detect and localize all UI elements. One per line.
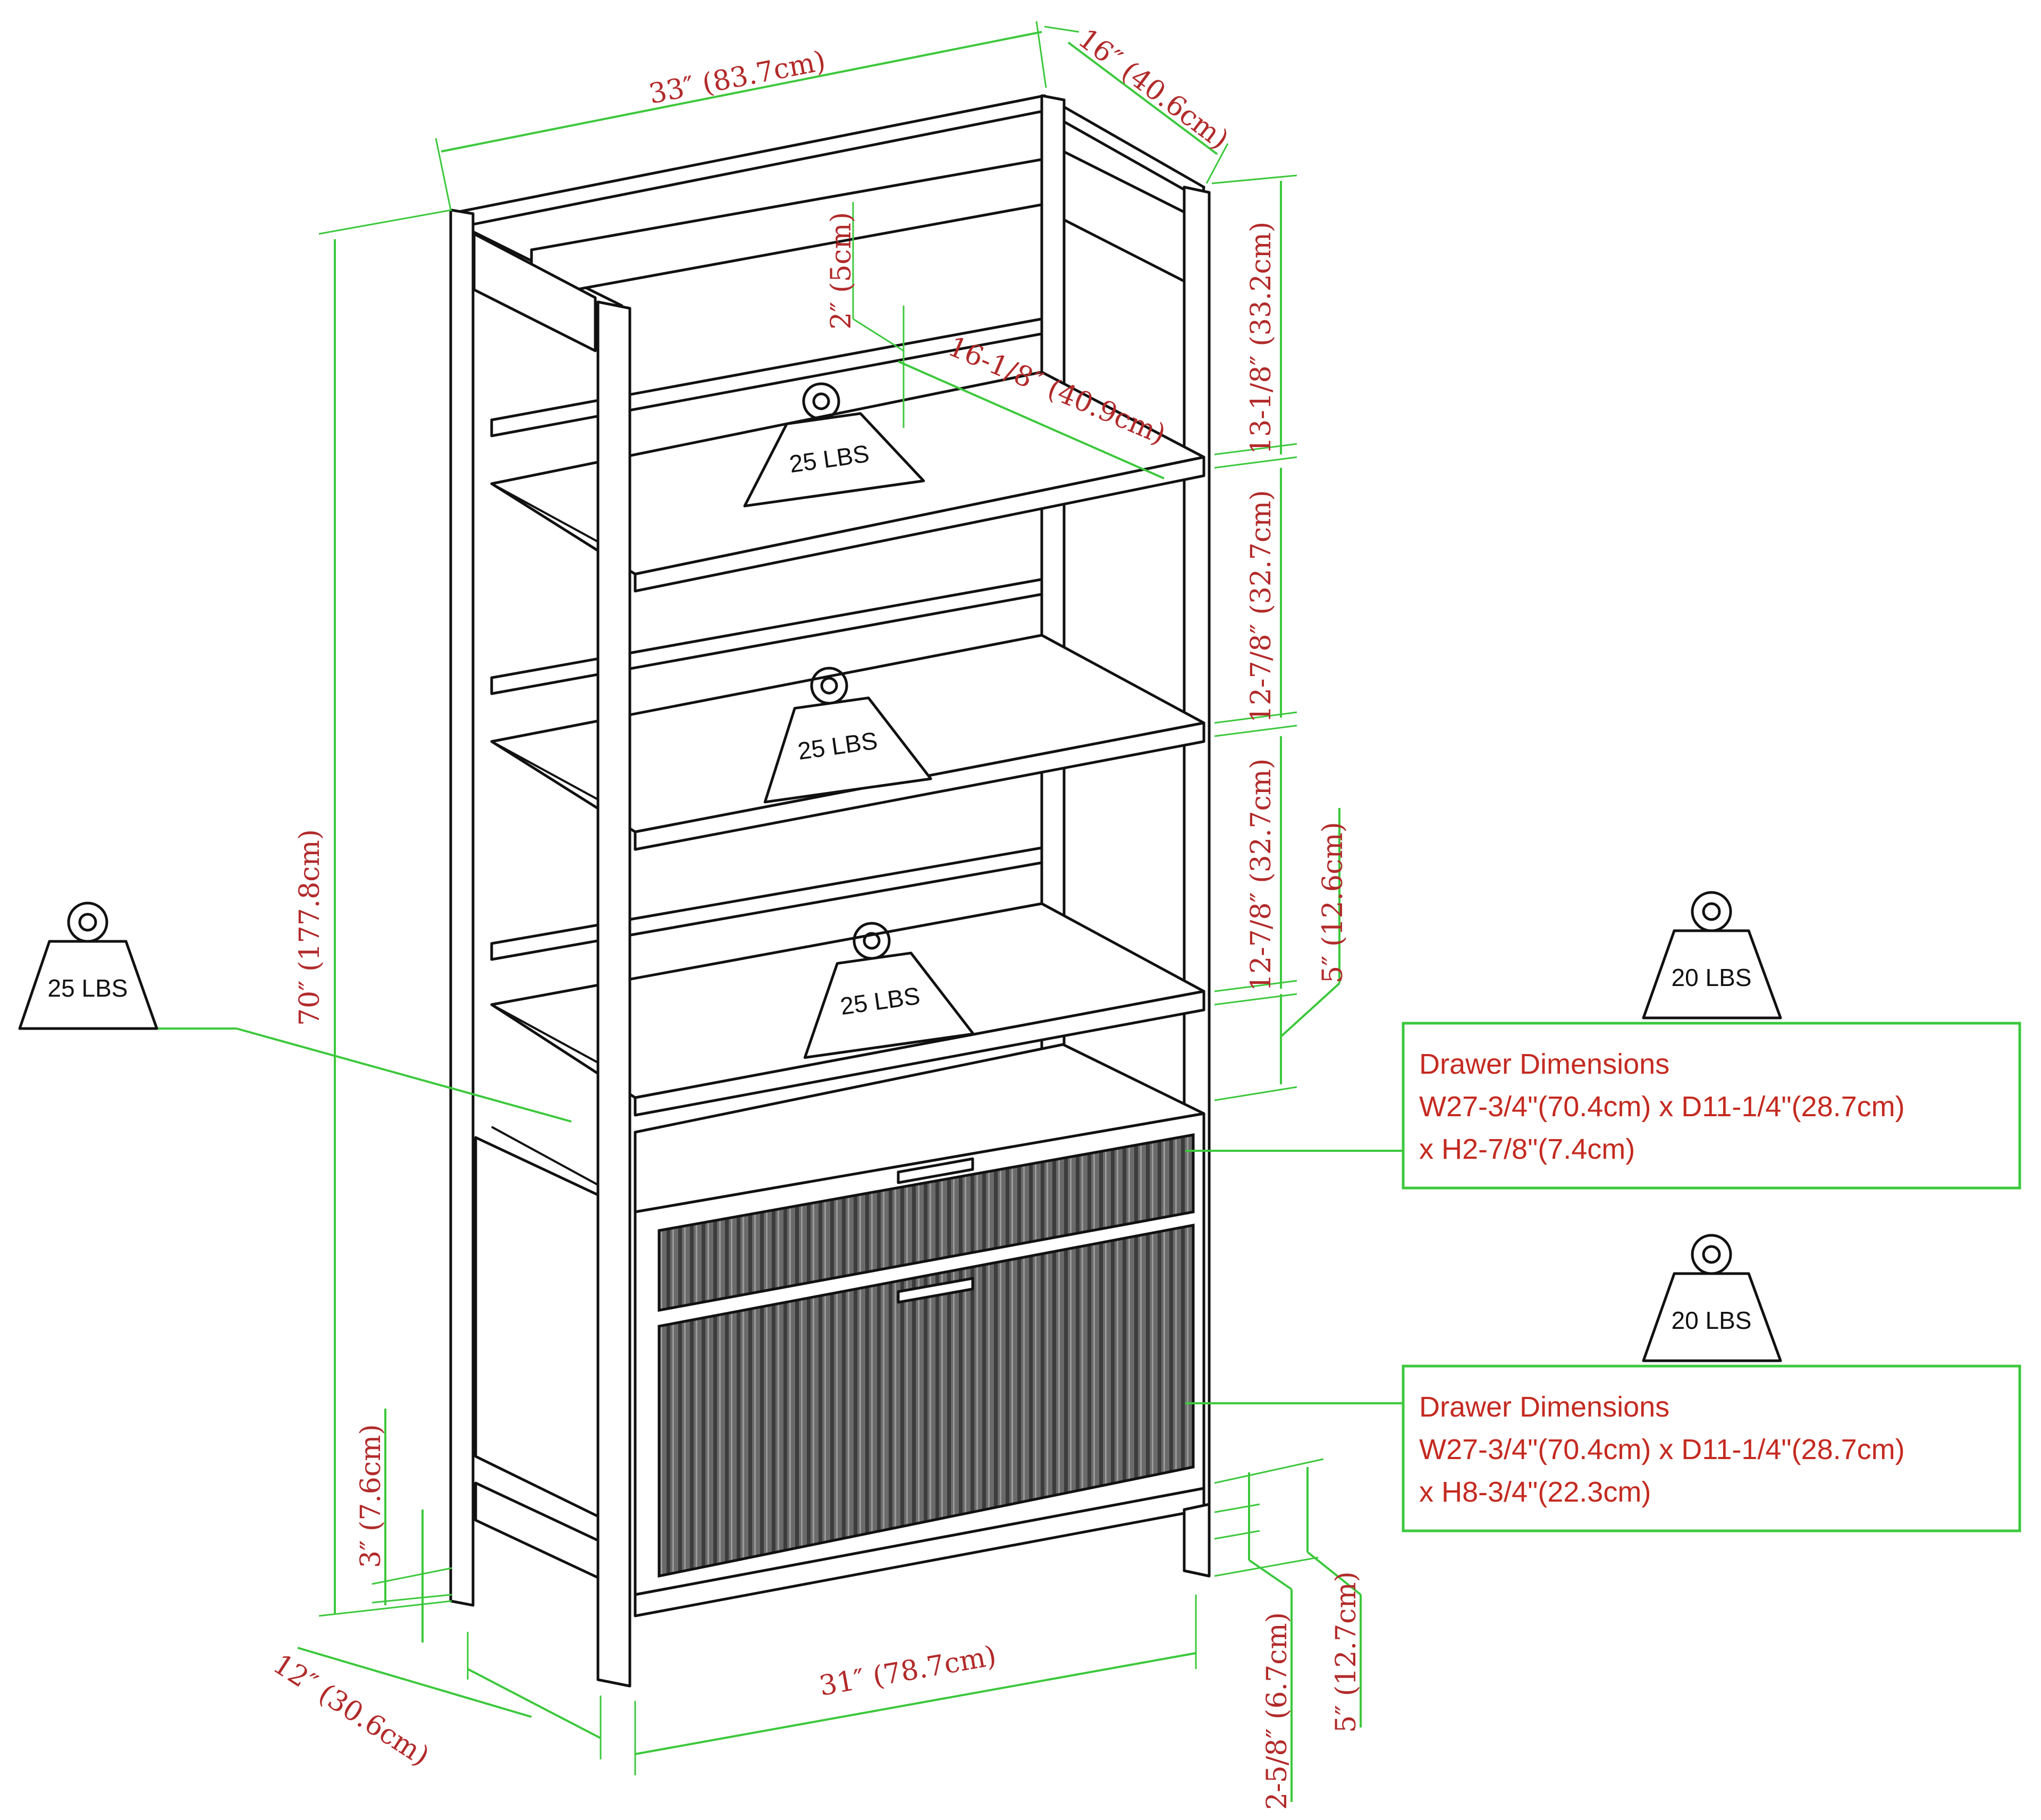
weight-icon: 20 LBS <box>1642 1234 1782 1362</box>
dim-width-top: 33″ (83.7cm) <box>646 45 828 111</box>
shelf-3-edge <box>634 990 1205 1117</box>
dim-shelf-lip: 2″ (5cm) <box>825 212 857 330</box>
cabinet-left-edge <box>491 1126 609 1192</box>
drawer-bottom-line1: W27-3/4"(70.4cm) x D11-1/4"(28.7cm) <box>1419 1434 1905 1465</box>
shelf-1-edge <box>634 456 1205 593</box>
shelf-2-edge <box>634 721 1205 851</box>
left-upper-board <box>473 232 597 352</box>
drawer-top-title: Drawer Dimensions <box>1419 1048 1669 1080</box>
drawer-top-front[interactable] <box>657 1133 1195 1312</box>
weight-label-side-shelf: 25 LBS <box>48 974 128 1002</box>
dim-leg-height-right: 5″ (12.7cm) <box>1330 1571 1362 1733</box>
dim-shelf-gap-1: 13-1/8″ (33.2cm) <box>1245 222 1277 454</box>
weight-label-drawer-top: 20 LBS <box>1672 964 1752 991</box>
drawer-bottom-handle[interactable] <box>897 1277 974 1304</box>
dim-open-gap: 5″ (12.6cm) <box>1317 822 1349 983</box>
shelf-2-left-edge <box>491 740 609 806</box>
drawer-bottom-title: Drawer Dimensions <box>1419 1391 1669 1423</box>
post-front-left <box>596 300 631 1688</box>
shelf-3-left-edge <box>491 1004 609 1069</box>
leg-front-right <box>1183 1503 1211 1578</box>
drawer-bottom-line2: x H8-3/4"(22.3cm) <box>1419 1476 1651 1508</box>
dim-shelf-gap-2: 12-7/8″ (32.7cm) <box>1245 490 1277 723</box>
weight-icon: 20 LBS <box>1642 891 1782 1019</box>
drawer-top-line2: x H2-7/8"(7.4cm) <box>1419 1133 1635 1165</box>
dim-depth-base: 12″ (30.6cm) <box>267 1648 435 1773</box>
drawer-callout-bottom: Drawer Dimensions W27-3/4"(70.4cm) x D11… <box>1402 1364 2021 1532</box>
weight-icon: 25 LBS <box>18 901 158 1030</box>
weight-label-drawer-bottom: 20 LBS <box>1672 1307 1752 1334</box>
drawer-bottom-front[interactable] <box>657 1223 1195 1578</box>
drawer-top-handle[interactable] <box>897 1157 974 1184</box>
back-panel-top <box>530 158 1043 299</box>
drawer-callout-top: Drawer Dimensions W27-3/4"(70.4cm) x D11… <box>1402 1022 2021 1190</box>
dim-base-rail: 2-5/8″ (6.7cm) <box>1261 1612 1293 1810</box>
shelf-1-left-edge <box>491 483 609 549</box>
dim-shelf-gap-3: 12-7/8″ (32.7cm) <box>1245 759 1277 991</box>
bookcase-frame <box>449 94 1211 1688</box>
cabinet-left-side <box>474 1136 608 1522</box>
weight-icon: 25 LBS <box>743 382 925 508</box>
weight-icon: 25 LBS <box>803 922 975 1059</box>
drawer-top-line1: W27-3/4"(70.4cm) x D11-1/4"(28.7cm) <box>1419 1091 1905 1123</box>
post-back-left <box>449 208 475 1607</box>
dim-leg-height-left: 3″ (7.6cm) <box>355 1424 387 1568</box>
dim-height-total: 70″ (177.8cm) <box>294 829 326 1026</box>
weight-icon: 25 LBS <box>763 667 932 804</box>
